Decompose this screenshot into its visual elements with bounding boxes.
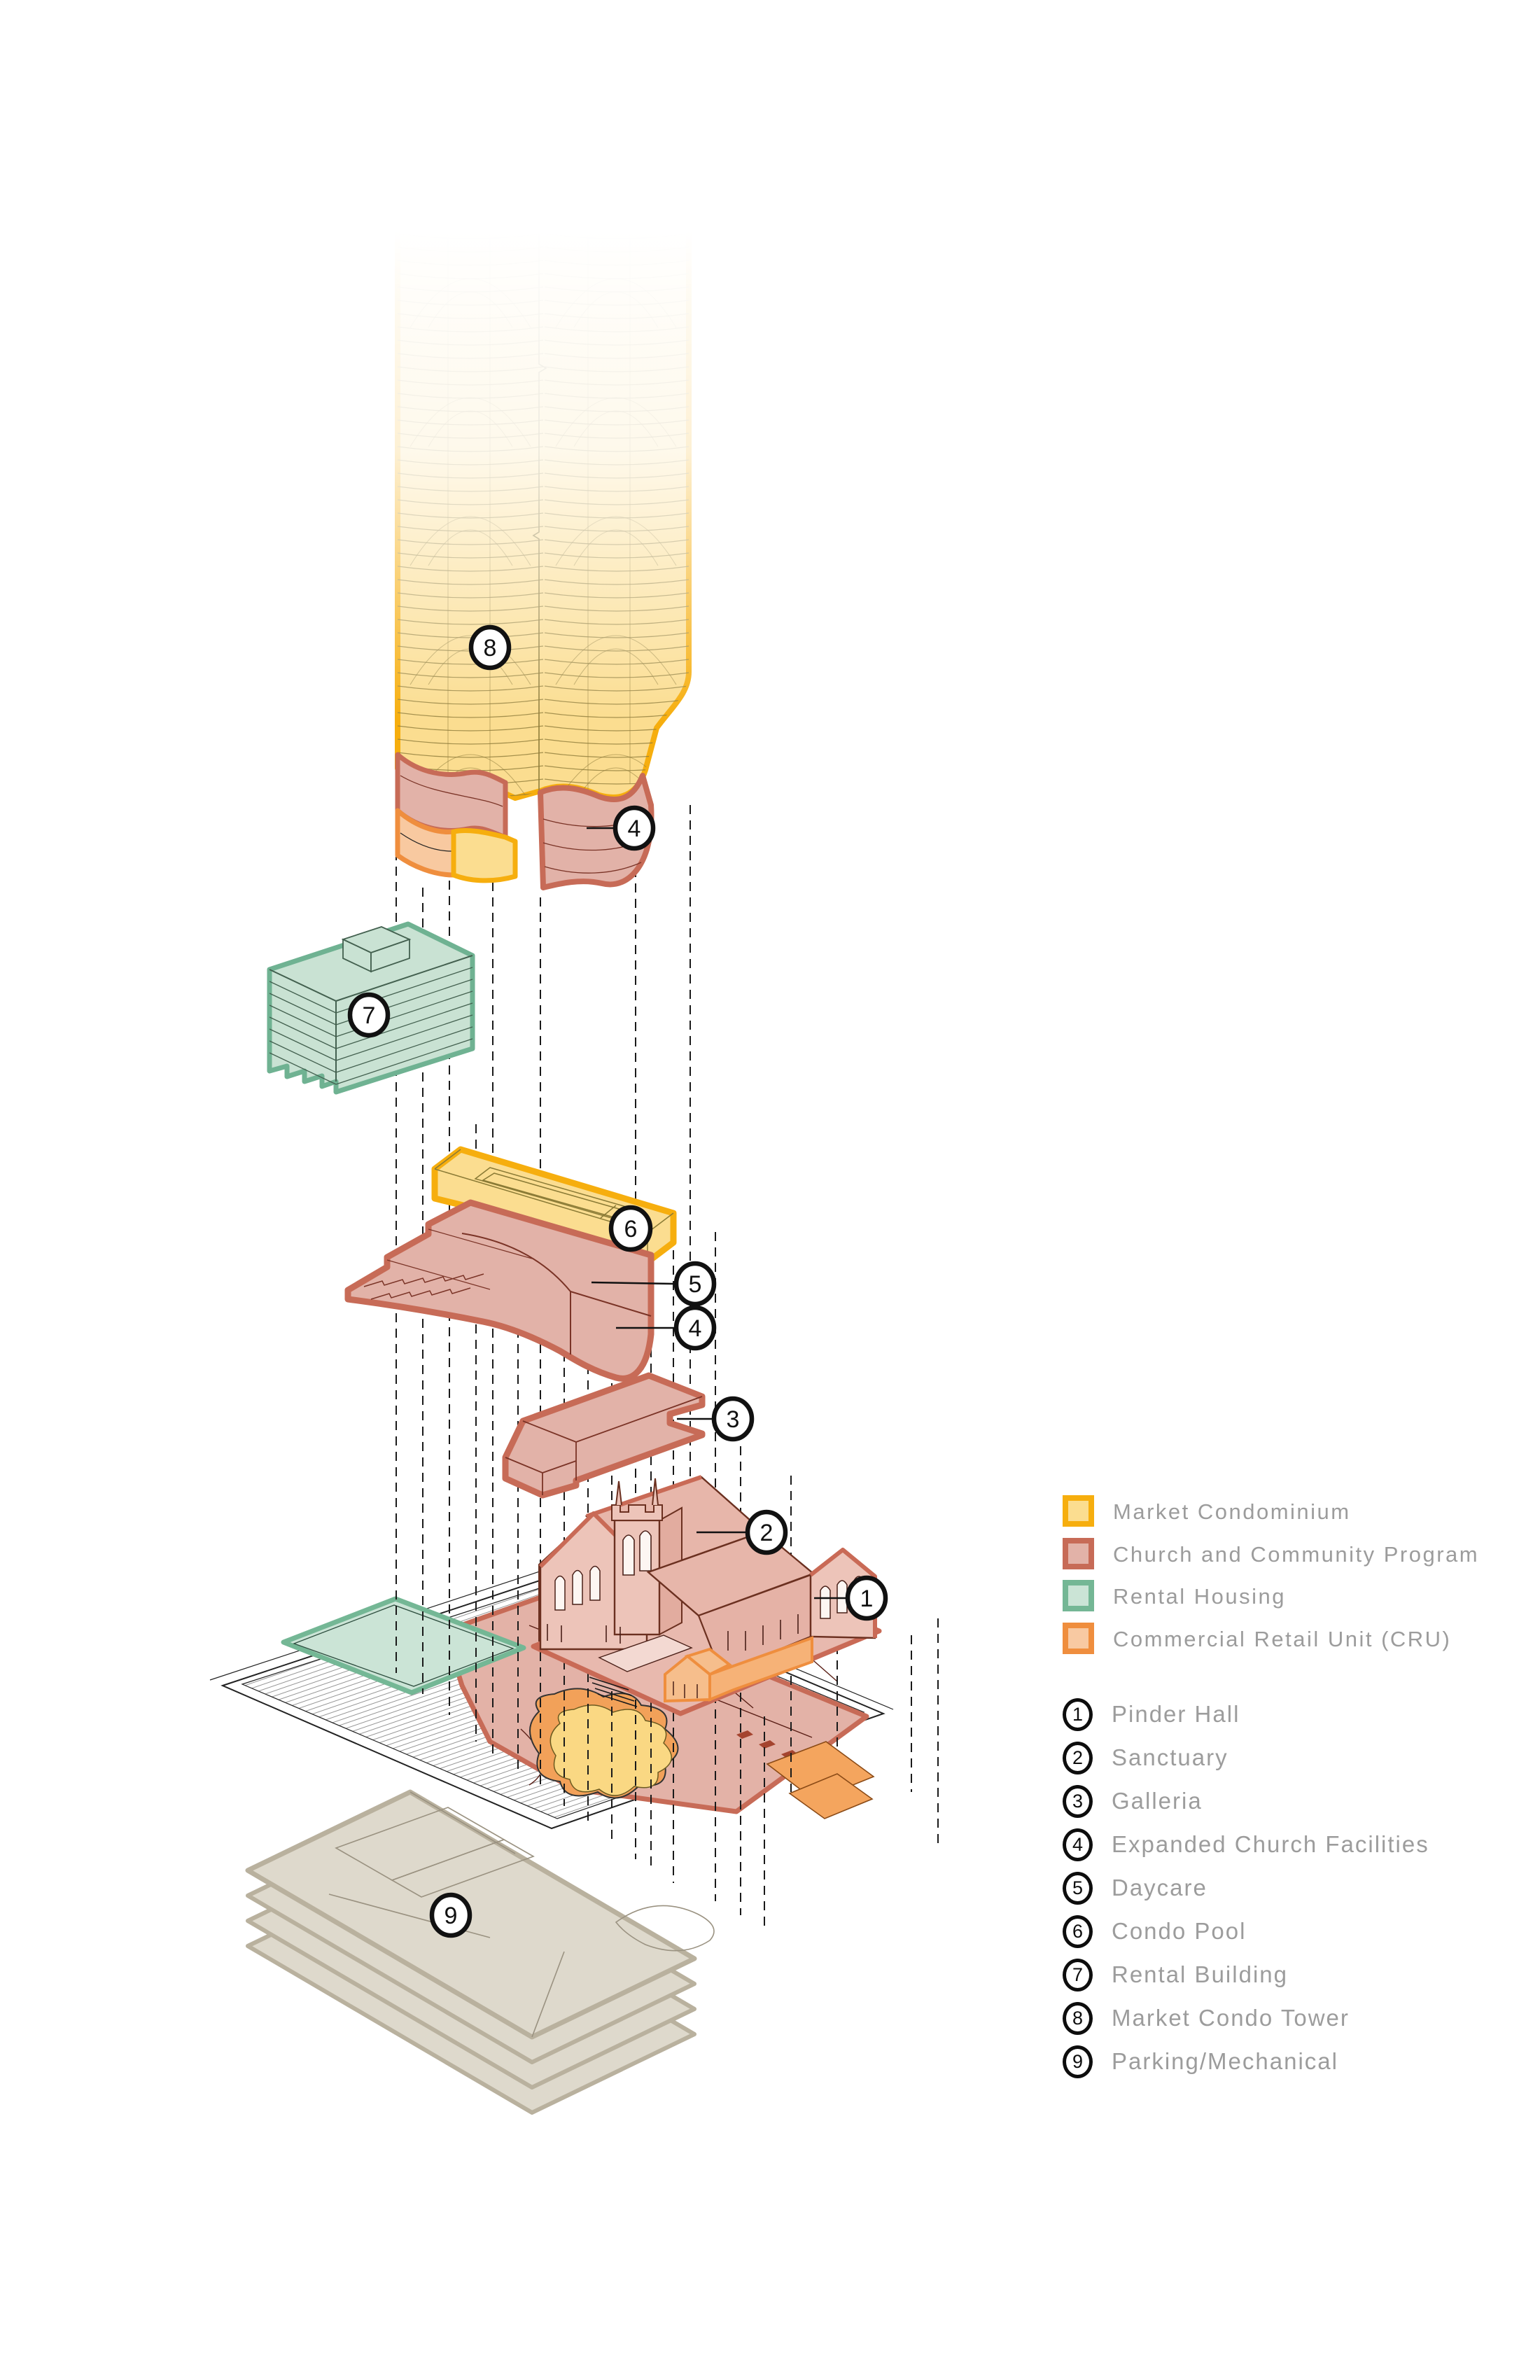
- legend-label: Market Condominium: [1113, 1499, 1351, 1524]
- callouts: 8 4 7 6 5 4 3: [347, 624, 888, 1938]
- callout-4-tower: 4: [587, 805, 656, 851]
- legend-swatch-market-condominium: [1063, 1495, 1094, 1527]
- key-label: Parking/Mechanical: [1112, 2048, 1338, 2074]
- market-condo-tower: [378, 161, 707, 890]
- svg-text:8: 8: [484, 635, 497, 662]
- legend-swatch-rental-housing: [1063, 1580, 1094, 1611]
- church-building: [531, 1475, 882, 1716]
- key-number-badge: 4: [1063, 1828, 1093, 1861]
- svg-text:5: 5: [689, 1271, 702, 1298]
- callout-8: 8: [468, 624, 512, 671]
- svg-text:9: 9: [444, 1903, 458, 1929]
- church-cru: [664, 1636, 813, 1703]
- rental-housing-footprint: [281, 1596, 526, 1695]
- key-label: Condo Pool: [1112, 1918, 1247, 1944]
- cru-footprint-small: [766, 1741, 875, 1819]
- legend-label: Commercial Retail Unit (CRU): [1113, 1627, 1452, 1651]
- svg-text:4: 4: [628, 816, 641, 842]
- key-number-badge: 6: [1063, 1915, 1093, 1948]
- key-number-badge: 7: [1063, 1959, 1093, 1991]
- legend-swatch-church-program: [1063, 1538, 1094, 1569]
- key-number-badge: 3: [1063, 1785, 1093, 1818]
- key-label: Pinder Hall: [1112, 1701, 1240, 1727]
- callout-5: 5: [591, 1261, 717, 1307]
- galleria-detail-lines: [505, 1396, 703, 1495]
- key-number-badge: 8: [1063, 2002, 1093, 2035]
- key-number-badge: 5: [1063, 1872, 1093, 1905]
- slab-detail-lines: [363, 1228, 652, 1354]
- callout-2: 2: [696, 1509, 788, 1555]
- key-label: Expanded Church Facilities: [1112, 1831, 1429, 1857]
- callout-3: 3: [677, 1396, 755, 1442]
- legend-label: Rental Housing: [1113, 1584, 1286, 1609]
- callout-6: 6: [608, 1205, 653, 1252]
- key-label: Galleria: [1112, 1788, 1203, 1814]
- svg-text:1: 1: [860, 1586, 874, 1612]
- tower-fade: [378, 161, 707, 742]
- svg-text:3: 3: [727, 1406, 740, 1433]
- svg-text:7: 7: [363, 1002, 376, 1029]
- callout-4-slab: 4: [616, 1305, 717, 1351]
- svg-text:6: 6: [624, 1216, 638, 1242]
- rental-roof-box: [341, 926, 412, 973]
- legend-label: Church and Community Program: [1113, 1542, 1480, 1567]
- rental-floor-lines: [269, 967, 473, 1085]
- daycare-facilities-slab: [344, 1199, 654, 1382]
- legend-swatch-cru: [1063, 1623, 1094, 1654]
- key-number-badge: 1: [1063, 1698, 1093, 1731]
- key-number-badge: 9: [1063, 2045, 1093, 2078]
- callout-9: 9: [429, 1892, 472, 1938]
- cru-footprint: [529, 1688, 679, 1799]
- tower-yellow-base: [451, 827, 518, 883]
- parking-stack: [245, 1789, 715, 2115]
- svg-text:4: 4: [689, 1315, 702, 1342]
- callout-1: 1: [814, 1575, 888, 1621]
- galleria-slab: [502, 1372, 706, 1499]
- callout-7: 7: [347, 992, 391, 1038]
- parking-plan-lines: [328, 1791, 715, 2038]
- key-number-badge: 2: [1063, 1742, 1093, 1774]
- svg-text:2: 2: [760, 1520, 774, 1546]
- key-label: Daycare: [1112, 1875, 1208, 1900]
- key-label: Sanctuary: [1112, 1744, 1228, 1770]
- key-label: Market Condo Tower: [1112, 2005, 1350, 2031]
- church-tower: [611, 1478, 682, 1636]
- key-label: Rental Building: [1112, 1961, 1288, 1987]
